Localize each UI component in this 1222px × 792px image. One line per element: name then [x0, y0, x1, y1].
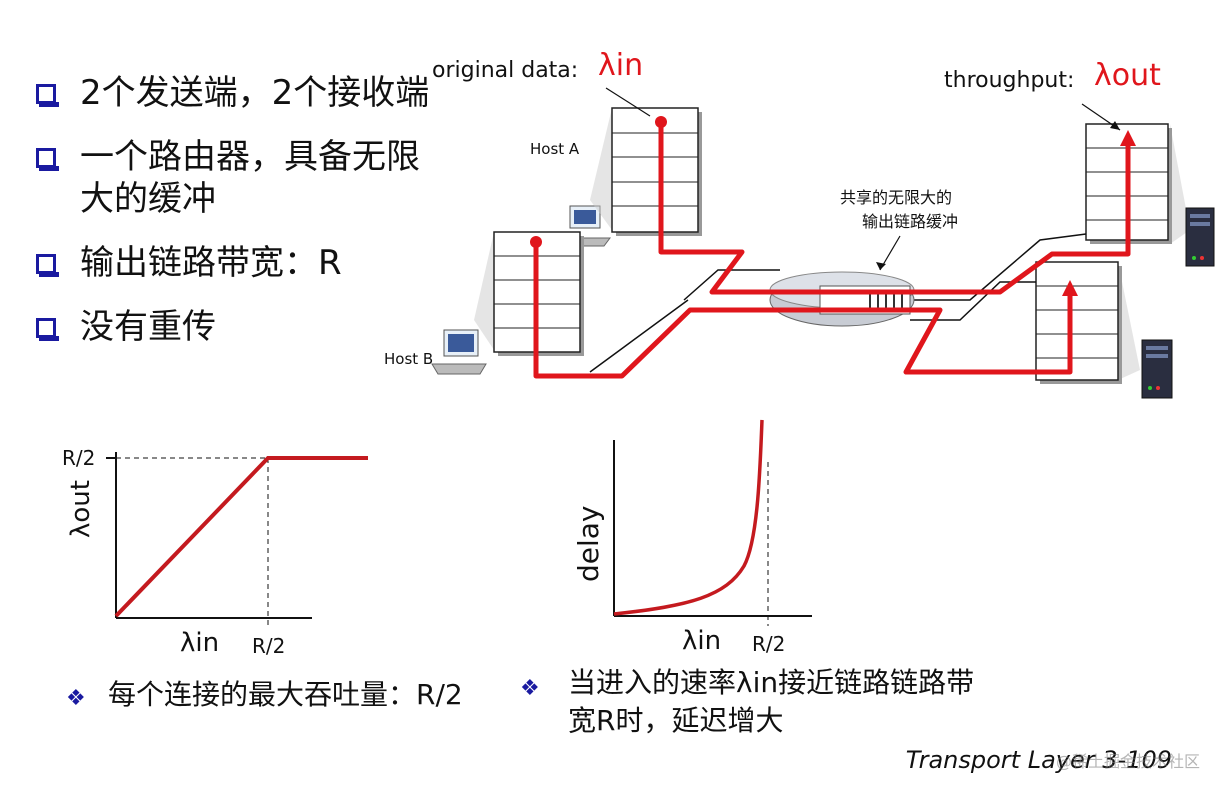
host-a-label: Host A [530, 140, 580, 158]
bullet-text: 2个发送端，2个接收端 [80, 73, 430, 113]
original-data-label: original data: [432, 58, 579, 83]
throughput-curve [114, 456, 368, 618]
x-axis-label: λin [682, 626, 722, 656]
diamond-bullet-icon: ❖ [520, 676, 540, 701]
bullet-item: 没有重传 [34, 306, 434, 348]
lambda-in-label: λin [598, 48, 644, 83]
throughput-label: throughput: [944, 68, 1075, 93]
buffer-label-line2: 输出链路缓冲 [862, 212, 959, 231]
y-axis-label: λout [66, 480, 96, 538]
bullet-text: 一个路由器，具备无限大的缓冲 [80, 137, 420, 219]
square-bullet-icon [36, 148, 59, 171]
delay-curve [613, 419, 764, 616]
square-bullet-icon [36, 318, 59, 341]
router-icon [769, 271, 915, 327]
x-tick-label: R/2 [752, 632, 786, 656]
y-axis-label: delay [572, 505, 605, 582]
bullet-item: 输出链路带宽：R [34, 242, 434, 284]
footer-slide-label: Transport Layer 3-109 [905, 746, 1172, 774]
bullet-text: 输出链路带宽：R [80, 243, 342, 283]
throughput-graph [106, 452, 368, 626]
square-bullet-icon [36, 84, 59, 107]
x-axis-label: λin [180, 628, 220, 658]
bullet-list: 2个发送端，2个接收端 一个路由器，具备无限大的缓冲 输出链路带宽：R 没有重传 [34, 72, 434, 370]
bullet-item: 2个发送端，2个接收端 [34, 72, 434, 114]
delay-note: 当进入的速率λin接近链路链路带宽R时，延迟增大 [568, 666, 975, 737]
host-b-label: Host B [384, 350, 434, 368]
watermark: @稀土掘金技术社区 [1055, 752, 1200, 771]
buffer-label-line1: 共享的无限大的 [840, 188, 953, 207]
server-icon [1141, 339, 1173, 399]
bullet-text: 没有重传 [80, 307, 216, 347]
lambda-out-label: λout [1094, 58, 1161, 93]
server-icon [1185, 207, 1215, 267]
x-tick-label: R/2 [252, 634, 286, 658]
max-throughput-note: 每个连接的最大吞吐量：R/2 [108, 678, 463, 711]
square-bullet-icon [36, 254, 59, 277]
diamond-bullet-icon: ❖ [66, 686, 86, 711]
y-tick-label: R/2 [62, 446, 96, 470]
delay-graph [613, 419, 812, 626]
host-b-computer-icon [431, 329, 487, 375]
bullet-item: 一个路由器，具备无限大的缓冲 [34, 136, 434, 220]
